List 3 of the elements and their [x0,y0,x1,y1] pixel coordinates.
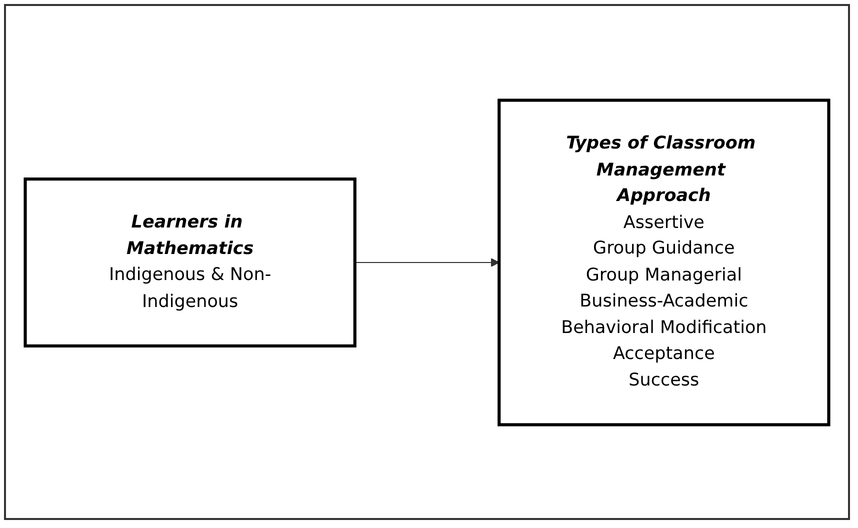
node-box: Types of Classroom Management Approach Assertive Group Guidance Group Managerial Business-Academic Behavioral Modification Acceptance Success [498,98,830,426]
arrow [354,257,500,267]
node-box: Learners in Mathematics Indigenous & Non-Indigenous [24,177,356,347]
